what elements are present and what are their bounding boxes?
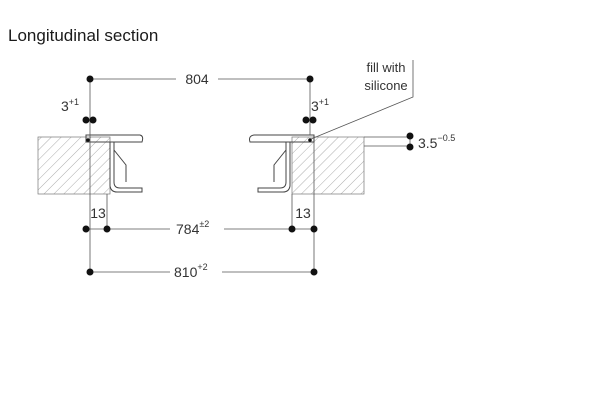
dim-overall: 810+2 — [174, 262, 208, 280]
note-silicone-line1: fill with — [366, 60, 405, 75]
dim-thickness: 3.5−0.5 — [418, 133, 455, 151]
worktop-right — [291, 136, 365, 195]
dim-left-edge: 13 — [90, 205, 106, 221]
worktop-left — [37, 136, 111, 195]
dim-cutout: 784±2 — [176, 219, 209, 237]
frame-profile-right — [249, 134, 315, 193]
frame-profile-left — [85, 134, 144, 193]
dim-right-edge: 13 — [295, 205, 311, 221]
section-title: Longitudinal section — [8, 26, 159, 45]
note-silicone-line2: silicone — [364, 78, 407, 93]
dim-left-gap: 3+1 — [61, 97, 79, 114]
dim-top-width: 804 — [185, 71, 209, 87]
dim-right-gap: 3+1 — [311, 97, 329, 114]
